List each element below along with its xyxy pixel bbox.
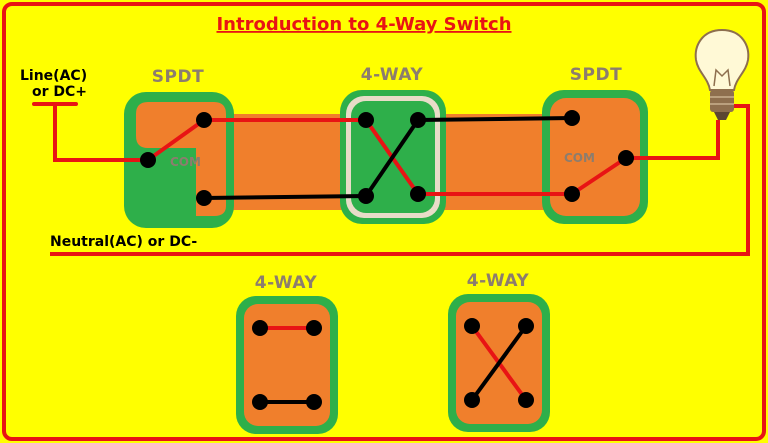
neutral-wire: [50, 104, 750, 256]
straight-terminal-bl: [252, 394, 268, 410]
spdt-left-lever: [146, 118, 206, 162]
crossed-terminal-tl: [464, 318, 480, 334]
light-bulb-icon: [694, 28, 750, 120]
bulb-filament: [713, 68, 731, 87]
straight-terminal-tl: [252, 320, 268, 336]
terminals: [140, 110, 634, 206]
bulb-tip: [714, 112, 730, 120]
crossed-black: [470, 324, 528, 402]
traveler-top-right: [417, 116, 573, 122]
line-wire: [53, 104, 148, 162]
terminal-center-bottom-right: [410, 186, 426, 202]
terminal-center-bottom-left: [358, 188, 374, 204]
four-way-crossed: 4-WAY: [448, 271, 550, 432]
four-way-bottom-right-label: 4-WAY: [467, 271, 530, 291]
traveler-bottom-left: [203, 194, 367, 200]
crossed-terminal-bl: [464, 392, 480, 408]
load-wire: [626, 120, 720, 160]
neutral-label: Neutral(AC) or DC-: [50, 234, 197, 250]
bulb-base: [710, 90, 734, 112]
terminal-spdt-right-bottom: [564, 186, 580, 202]
terminal-center-top-right: [410, 112, 426, 128]
spdt-left-label: SPDT: [152, 67, 204, 87]
four-way-straight: 4-WAY: [236, 273, 338, 434]
terminal-spdt-right-top: [564, 110, 580, 126]
terminal-spdt-left-top: [196, 112, 212, 128]
spdt-left-inner: [136, 102, 226, 216]
terminal-center-top-left: [358, 112, 374, 128]
line-dc-label: or DC+: [32, 84, 87, 100]
com-right-label: COM: [564, 151, 595, 165]
straight-terminal-br: [306, 394, 322, 410]
terminal-spdt-left-com: [140, 152, 156, 168]
four-way-center-label: 4-WAY: [361, 65, 424, 85]
four-way-bottom-left-label: 4-WAY: [255, 273, 318, 293]
line-label: Line(AC): [20, 68, 87, 84]
straight-terminal-tr: [306, 320, 322, 336]
link-band-left: [228, 114, 346, 210]
crossed-terminal-tr: [518, 318, 534, 334]
crossed-terminal-br: [518, 392, 534, 408]
four-way-straight-inner: [244, 304, 330, 426]
cross-black: [364, 118, 420, 198]
spdt-right-lever: [570, 156, 628, 196]
terminal-spdt-right-com: [618, 150, 634, 166]
terminal-spdt-left-bottom: [196, 190, 212, 206]
spdt-right-label: SPDT: [570, 65, 622, 85]
com-left-label: COM: [170, 155, 201, 169]
page-title: Introduction to 4-Way Switch: [216, 14, 511, 35]
